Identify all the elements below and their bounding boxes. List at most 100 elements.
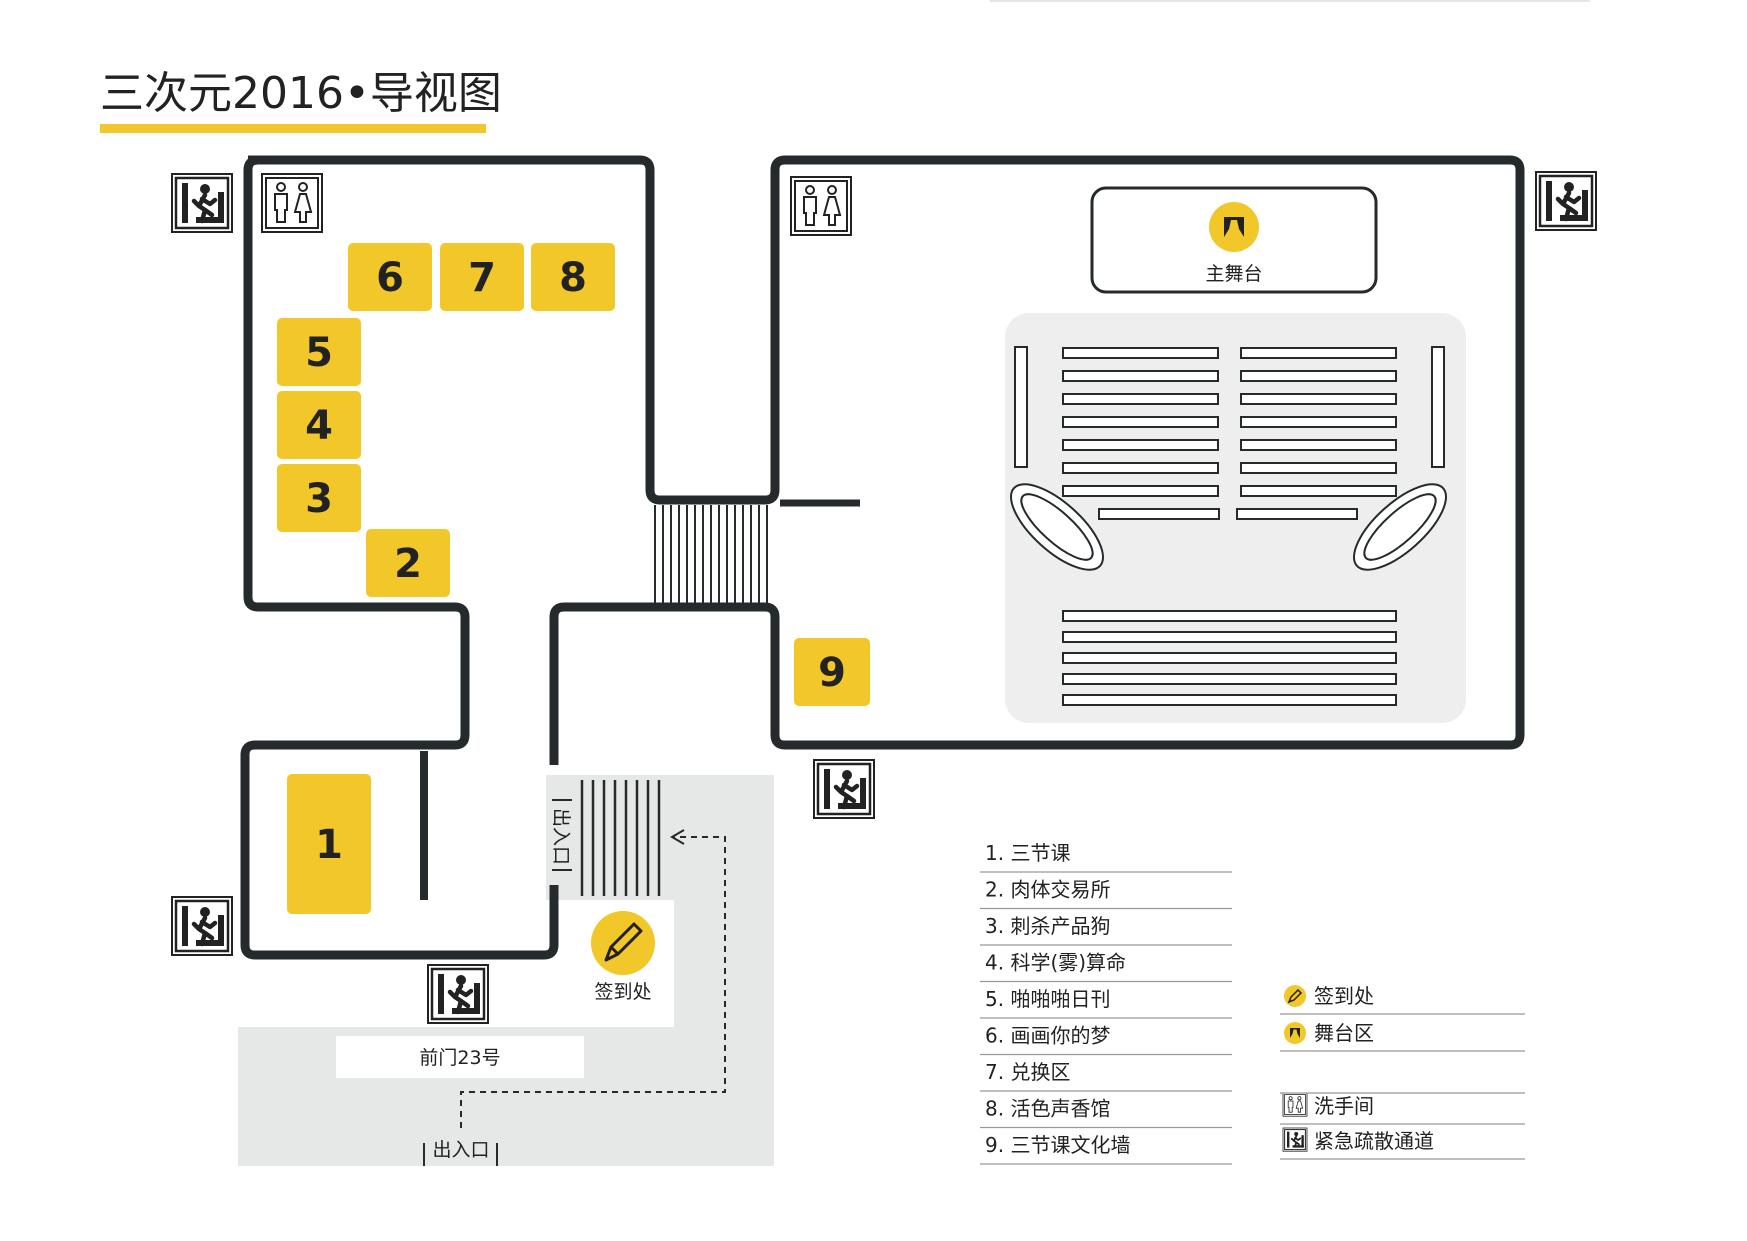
- legend-icon-label: 签到处: [1314, 984, 1374, 1008]
- seat-row-right: [1240, 462, 1397, 474]
- seat-row-back: [1062, 652, 1397, 664]
- page-title: 三次元2016•导视图: [100, 68, 502, 119]
- booths: 1 2 3 4 56 7 8 9: [277, 243, 870, 914]
- side-bench: [1014, 346, 1028, 468]
- booth-number: 8: [559, 255, 587, 301]
- seat-row-left: [1062, 347, 1219, 359]
- emergency-exit-icon: [1536, 172, 1596, 230]
- legend-pencil: 签到处: [1280, 984, 1525, 1015]
- seat-row-left: [1098, 508, 1220, 520]
- seat-row-right: [1240, 370, 1397, 382]
- booth-5[interactable]: 5: [277, 318, 361, 386]
- seat-row-back: [1062, 694, 1397, 706]
- emergency-exit-icon: [814, 760, 874, 818]
- main-stage[interactable]: 主舞台: [1090, 186, 1378, 294]
- booth-1[interactable]: 1: [287, 774, 371, 914]
- restroom-icon[interactable]: [790, 176, 852, 236]
- bottom-entrance-label: 出入口: [432, 1139, 489, 1161]
- west-hall-wall-2: [240, 155, 559, 960]
- west-hall-wall: [248, 155, 1525, 765]
- booth-2[interactable]: 2: [366, 529, 450, 597]
- pencil-icon: [1284, 985, 1306, 1007]
- booth-number: 3: [305, 476, 333, 522]
- emergency-exit-icon: [172, 897, 232, 955]
- booth-box: [794, 638, 870, 706]
- booth-number: 1: [315, 822, 343, 868]
- booth-number: 9: [818, 650, 846, 696]
- booth-number: 4: [305, 403, 333, 449]
- side-entrance[interactable]: 出入口: [550, 799, 572, 871]
- emergency-exit-icon: [172, 174, 232, 232]
- seat-row-left: [1062, 393, 1219, 405]
- booth-number: 5: [305, 330, 333, 376]
- seat-row-right: [1240, 347, 1397, 359]
- legend-item: 7. 兑换区: [985, 1060, 1070, 1084]
- booth-8[interactable]: 8: [531, 243, 615, 311]
- legend-item: 5. 啪啪啪日刊: [985, 987, 1110, 1011]
- seat-row-left: [1062, 370, 1219, 382]
- seat-row-back: [1062, 610, 1397, 622]
- legend-item: 9. 三节课文化墙: [985, 1133, 1130, 1157]
- booth-number: 6: [376, 255, 404, 301]
- signin-point[interactable]: 签到处: [591, 911, 655, 1003]
- seat-row-right: [1240, 485, 1397, 497]
- legend-item: 3. 刺杀产品狗: [985, 914, 1110, 938]
- side-bench: [1431, 346, 1445, 468]
- emergency-exit-icon: [1282, 1127, 1308, 1153]
- stage-curtain-icon: [1284, 1022, 1306, 1044]
- seat-row-left: [1062, 416, 1219, 428]
- seat-row-left: [1062, 462, 1219, 474]
- emergency-exit-icon: [428, 965, 488, 1023]
- restroom-icon[interactable]: [261, 173, 323, 233]
- booth-4[interactable]: 4: [277, 391, 361, 459]
- seating: [1010, 346, 1447, 706]
- pencil-icon: [604, 922, 643, 962]
- bottom-entrance[interactable]: 出入口: [423, 1139, 498, 1166]
- booth-3[interactable]: 3: [277, 464, 361, 532]
- booth-box: [277, 464, 361, 532]
- booth-box: [277, 391, 361, 459]
- booth-box: [366, 529, 450, 597]
- booth-box: [287, 774, 371, 914]
- legend-restroom: 洗手间: [1280, 1092, 1525, 1125]
- legend-item: 1. 三节课: [985, 841, 1070, 865]
- side-entrance-label: 出入口: [550, 808, 572, 865]
- entrance-path: [460, 836, 726, 1128]
- legend-booth-list: 1. 三节课 2. 肉体交易所 3. 刺杀产品狗 4. 科学(雾)算命 5. 啪啪啪日刊…: [980, 841, 1232, 1165]
- seat-row-left: [1062, 439, 1219, 451]
- booth-box: [440, 243, 524, 311]
- legend-icon-label: 舞台区: [1314, 1021, 1374, 1045]
- front-gate-label: 前门23号: [419, 1047, 500, 1069]
- front-gate-box: [336, 1036, 584, 1078]
- map-title: 三次元2016•导视图: [100, 68, 502, 133]
- speaker-left-inner: [1020, 493, 1094, 561]
- booth-box: [348, 243, 432, 311]
- seat-row-left: [1062, 485, 1219, 497]
- corridor-stairs: [654, 505, 768, 603]
- seat-row-right: [1236, 508, 1358, 520]
- stage-label: 主舞台: [1205, 263, 1262, 285]
- legend-item: 2. 肉体交易所: [985, 878, 1110, 902]
- restroom-icon: [1282, 1092, 1308, 1117]
- entrance-stairs: [580, 780, 661, 896]
- legend-stage-curtain: 舞台区: [1280, 1021, 1525, 1052]
- title-underline: [100, 124, 486, 133]
- seat-row-right: [1240, 439, 1397, 451]
- legend-item: 8. 活色声香馆: [985, 1097, 1110, 1121]
- booth-box: [277, 318, 361, 386]
- booth-box: [531, 243, 615, 311]
- booth-7[interactable]: 7: [440, 243, 524, 311]
- legend-item: 6. 画画你的梦: [985, 1024, 1110, 1048]
- booth-6[interactable]: 6: [348, 243, 432, 311]
- seat-row-right: [1240, 393, 1397, 405]
- seat-row-back: [1062, 673, 1397, 685]
- legend-item: 4. 科学(雾)算命: [985, 951, 1126, 975]
- seat-row-back: [1062, 631, 1397, 643]
- booth-number: 2: [394, 541, 422, 587]
- legend-emergency-exit: 紧急疏散通道: [1280, 1127, 1525, 1160]
- booth-9[interactable]: 9: [794, 638, 870, 706]
- path-arrow: [670, 829, 685, 845]
- pencil-glyph: [1287, 988, 1303, 1004]
- booth-number: 7: [468, 255, 496, 301]
